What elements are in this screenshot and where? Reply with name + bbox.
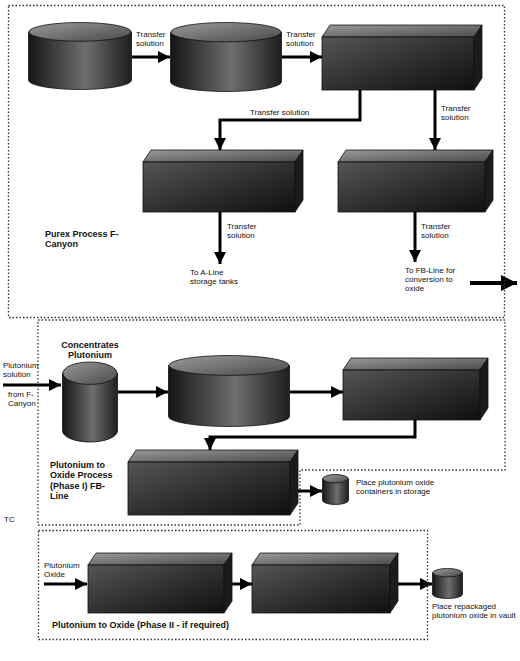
tank-top: [323, 475, 348, 483]
vessel-top: [338, 150, 493, 162]
process-vessel: [322, 25, 482, 90]
tank-symbol: [28, 22, 132, 90]
vessel-side: [480, 358, 488, 420]
vessel-front: [343, 370, 480, 420]
flow-arrow: [298, 490, 322, 493]
shape-outline: [88, 553, 232, 613]
flow-arrow: [414, 212, 417, 262]
shape-outline: [322, 25, 482, 90]
flow-arrow: [44, 583, 87, 586]
shape-outline: [338, 150, 493, 212]
vessel-front: [143, 162, 295, 212]
flow-note: Plutonium solution: [3, 361, 51, 379]
process-vessel: [143, 150, 303, 212]
shape-outline: [28, 22, 132, 90]
section-outline: [39, 531, 428, 640]
flow-arrow: [232, 583, 252, 586]
flow-arrow: [290, 391, 343, 394]
flow-note: To A-Line storage tanks: [190, 268, 248, 286]
flow-arrow: [220, 90, 360, 150]
vessel-top: [343, 358, 488, 370]
vessel-front: [252, 565, 390, 613]
vessel-side: [295, 150, 303, 212]
flow-arrow: [219, 212, 222, 264]
tank-symbol: [168, 355, 290, 427]
flow-arrow: [118, 391, 168, 394]
flow-arrow: [132, 56, 170, 59]
vessel-side: [224, 553, 232, 613]
storage-container: Place repackaged plutonium oxide in vaul…: [432, 568, 516, 640]
vessel-top: [143, 150, 303, 162]
vessel-top: [252, 553, 398, 565]
shape-outline: [168, 355, 290, 427]
section-outline: [38, 320, 505, 525]
flow-note: Transfer solution: [227, 222, 272, 240]
process-section: Plutonium to Oxide Process (Phase I) FB-…: [38, 320, 505, 525]
vessel-front: [338, 162, 485, 212]
flow-arrow: [470, 281, 517, 285]
tank-top: [171, 23, 281, 42]
tank-top: [29, 23, 131, 42]
process-vessel: [338, 150, 493, 212]
vessel-side: [290, 450, 298, 515]
edge-label: Transfer solution: [286, 30, 320, 48]
flow-note: TC: [4, 515, 24, 524]
vessel-caption: Concentrates Plutonium: [52, 340, 128, 361]
flow-note: To FB-Line for conversion to oxide: [405, 266, 465, 294]
vessel-top: [128, 450, 298, 462]
flow-note: Plutonium Oxide: [44, 561, 86, 579]
shape-outline: [143, 150, 303, 212]
edge-label: Transfer solution: [441, 104, 486, 122]
vessel-front: [322, 37, 474, 90]
flow-note: Transfer solution: [421, 222, 466, 240]
tank-top: [433, 569, 462, 577]
tank-top: [63, 362, 117, 384]
shape-outline: [170, 22, 282, 92]
vessel-caption: Place plutonium oxide containers in stor…: [356, 478, 452, 496]
flow-arrow: [282, 56, 322, 59]
vessel-front: [128, 462, 290, 515]
section-title: Plutonium to Oxide Process (Phase I) FB-…: [50, 460, 122, 501]
vessel-top: [322, 25, 482, 37]
shape-outline: [128, 450, 298, 515]
edge-label: Transfer solution: [250, 108, 350, 117]
flow-arrow: [3, 384, 61, 387]
tank-top: [169, 356, 289, 376]
shape-outline: [343, 358, 488, 420]
vessel-front: [88, 565, 224, 613]
section-outline: [9, 6, 505, 318]
edge-label: Transfer solution: [136, 30, 170, 48]
vessel-side: [474, 25, 482, 90]
section-title: Plutonium to Oxide (Phase II - if requir…: [52, 620, 352, 630]
tank-symbol: [170, 22, 282, 92]
vessel-side: [485, 150, 493, 212]
vessel-side: [390, 553, 398, 613]
vessel-caption: Place repackaged plutonium oxide in vaul…: [432, 602, 516, 620]
process-vessel: [88, 553, 232, 613]
section-title: Purex Process F-Canyon: [45, 229, 140, 250]
flow-arrow: [434, 90, 437, 150]
flow-arrow: [398, 583, 432, 586]
flow-note: from F-Canyon: [8, 390, 56, 408]
vessel-top: [88, 553, 232, 565]
storage-container: Place plutonium oxide containers in stor…: [322, 474, 452, 508]
process-vessel: [343, 358, 488, 420]
concentrator-tank: Concentrates Plutonium: [62, 340, 118, 443]
shape-outline: [252, 553, 398, 613]
process-vessel: [128, 450, 298, 515]
process-vessel: [252, 553, 398, 613]
